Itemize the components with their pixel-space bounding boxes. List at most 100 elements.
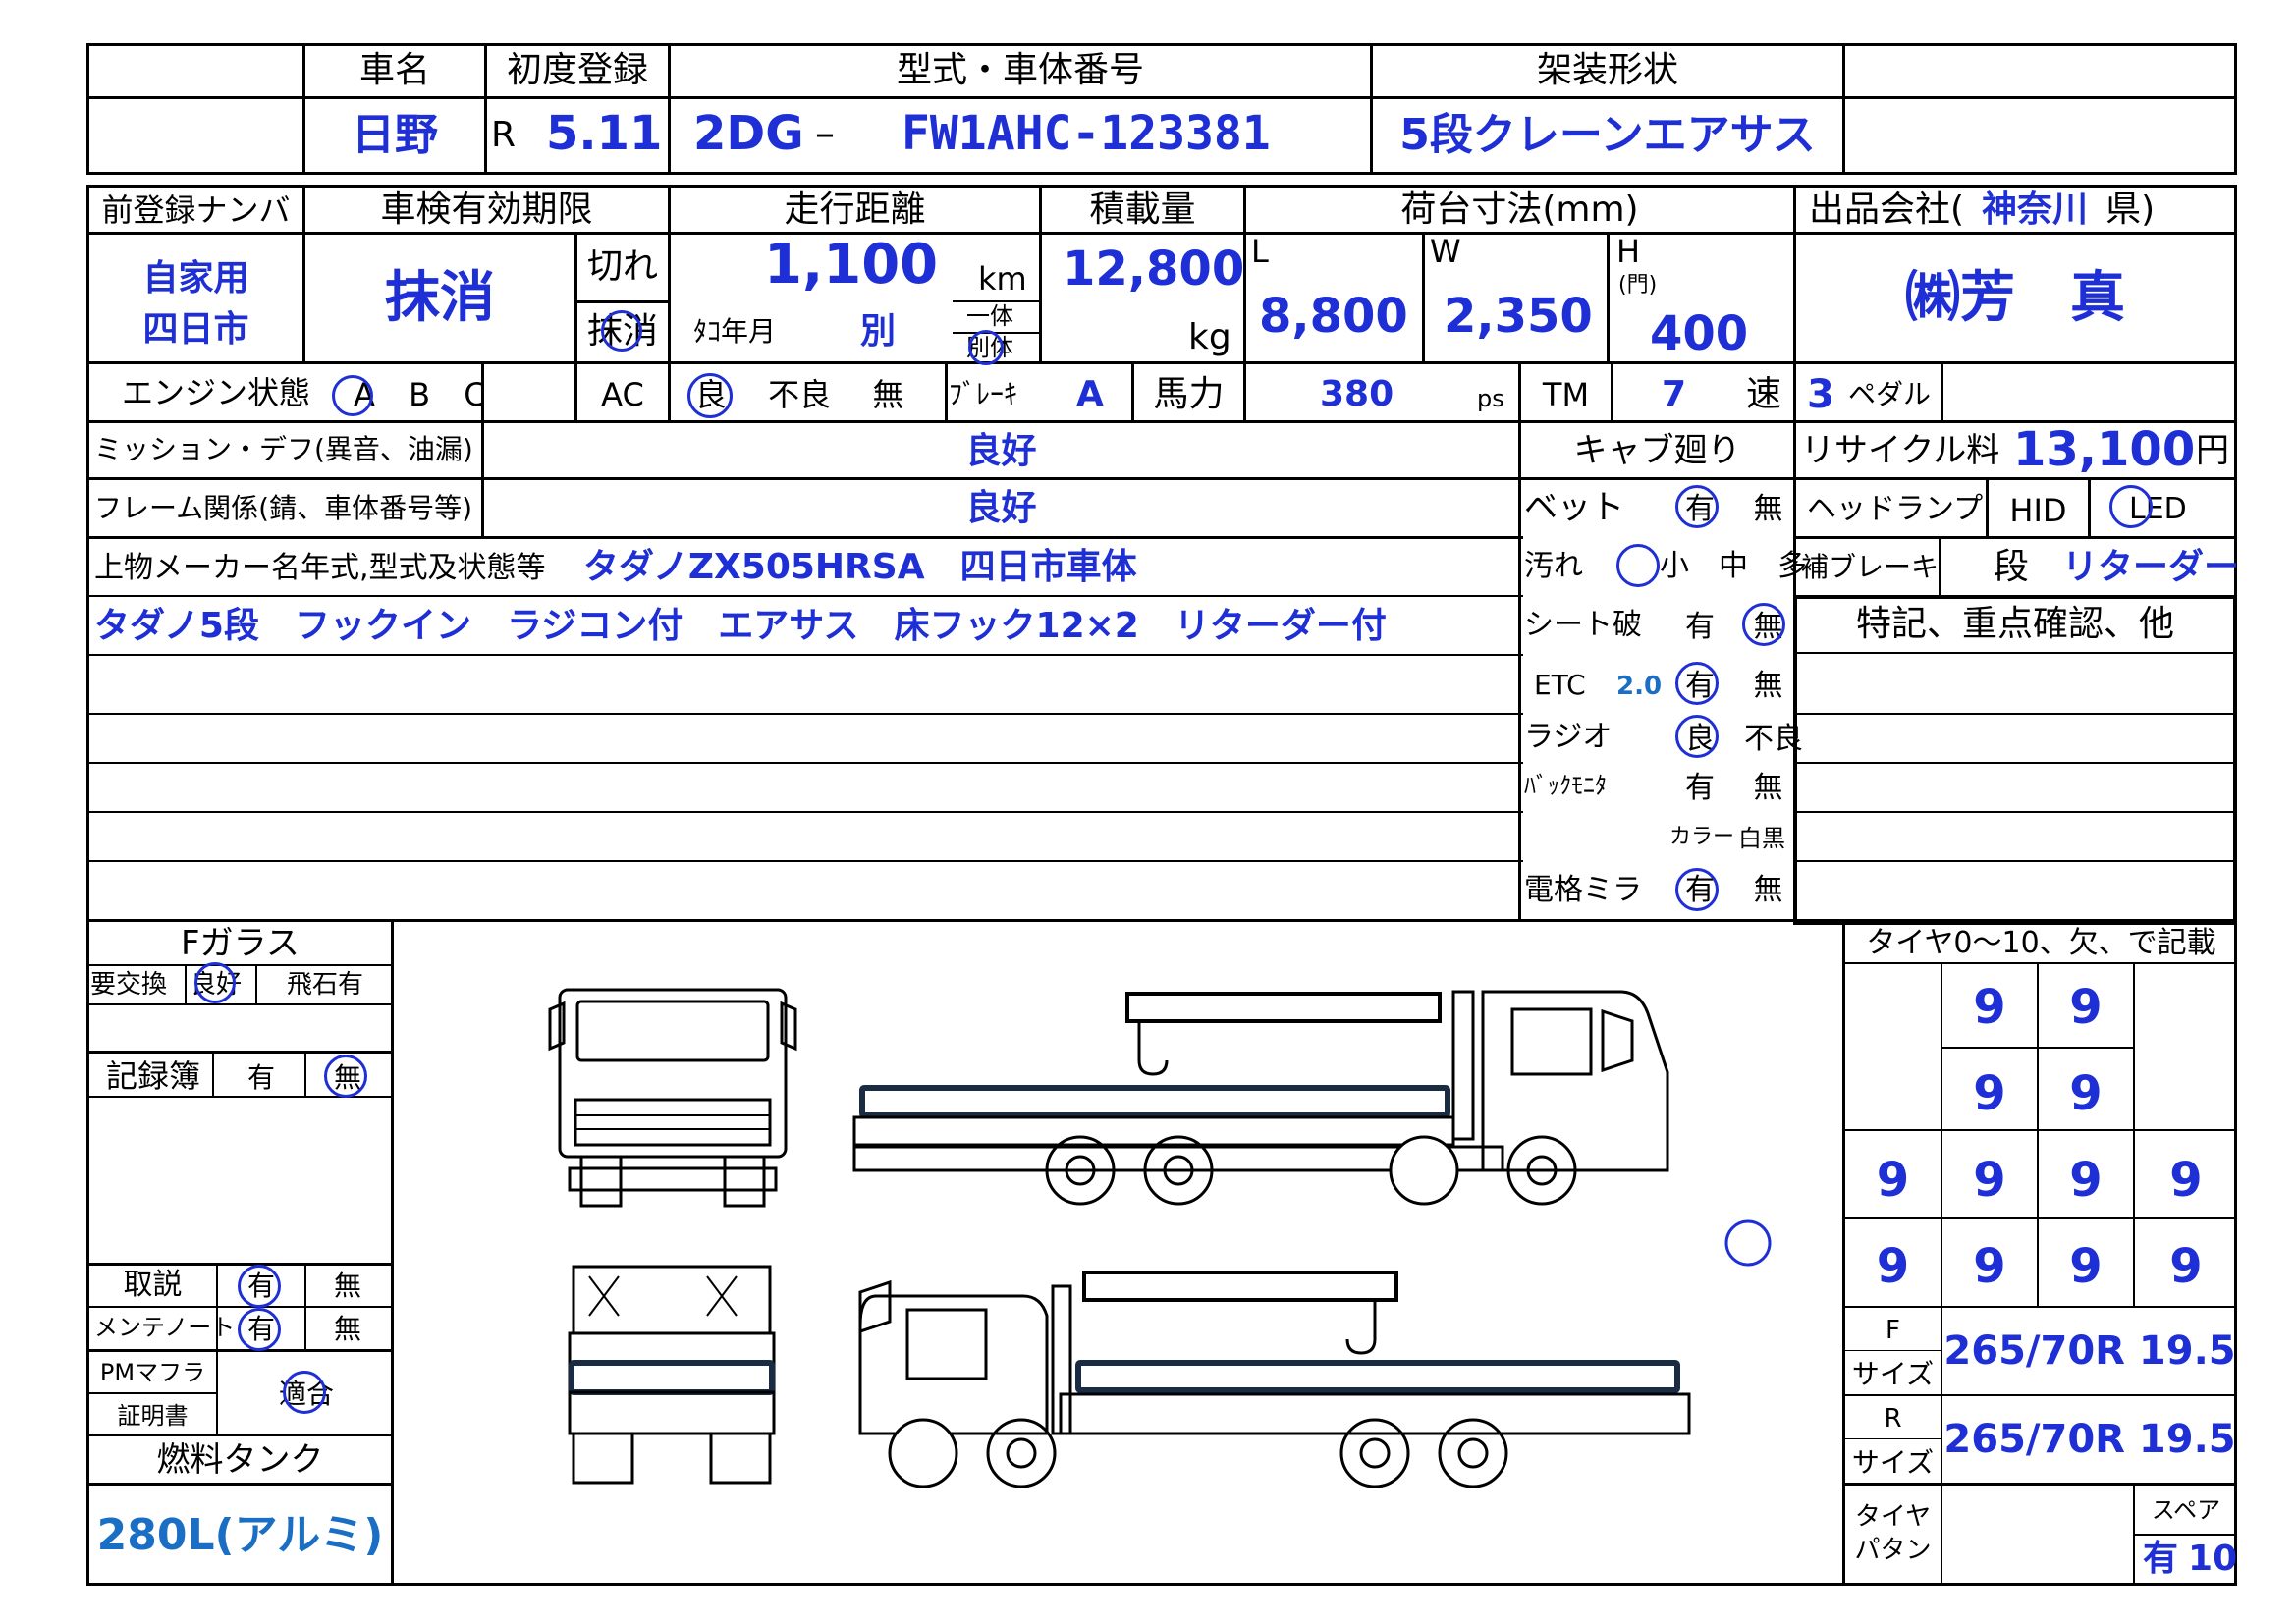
label-tacho: ﾀｺ年月 bbox=[693, 315, 777, 348]
circle-mirror-yes bbox=[1675, 868, 1719, 911]
label-maintenance-note: メンテノート bbox=[94, 1314, 236, 1341]
label-model: 型式・車体番号 bbox=[896, 50, 1144, 90]
truck-diagram bbox=[548, 988, 1772, 1488]
circle-ac-good bbox=[687, 373, 733, 418]
label-record-book: 記録簿 bbox=[106, 1057, 201, 1095]
circle-bed-yes bbox=[1675, 485, 1719, 528]
mission-value: 良好 bbox=[965, 431, 1037, 471]
label-load: 積載量 bbox=[1089, 189, 1196, 230]
label-horsepower: 馬力 bbox=[1153, 374, 1225, 414]
engine-options: A B C bbox=[354, 376, 498, 413]
circle-maint-note-yes bbox=[238, 1308, 281, 1351]
tire-row3-2: 9 bbox=[1973, 1153, 2006, 1208]
tm-value: 7 bbox=[1662, 374, 1687, 414]
label-seller: 出品会社(神奈川県) bbox=[1809, 189, 2156, 230]
truck-rear-view bbox=[568, 1265, 776, 1485]
label-car-name: 車名 bbox=[358, 50, 430, 90]
label-rear-r: R bbox=[1884, 1404, 1902, 1434]
tacho-value: 別 bbox=[860, 311, 897, 352]
label-upper-body: 上物メーカー名年式,型式及状態等 bbox=[94, 551, 546, 585]
width-value: 2,350 bbox=[1444, 289, 1593, 344]
label-front-size: サイズ bbox=[1851, 1358, 1935, 1390]
label-bed: ベット bbox=[1524, 488, 1624, 527]
label-manual: 取説 bbox=[123, 1268, 183, 1302]
label-color: カラー bbox=[1669, 825, 1735, 849]
etc-version: 2.0 bbox=[1616, 672, 1663, 701]
label-mission: ミッション・デフ(異音、油漏) bbox=[94, 433, 473, 465]
label-radio: ラジオ bbox=[1524, 720, 1613, 754]
label-bed-size: 荷台寸法(mm) bbox=[1400, 189, 1639, 230]
circle-glass-good bbox=[194, 962, 236, 1003]
label-tm: TM bbox=[1542, 376, 1590, 413]
seller-value: ㈱芳 真 bbox=[1905, 266, 2125, 330]
load-unit: kg bbox=[1188, 317, 1231, 357]
body-type-value: 5段クレーンエアサス bbox=[1399, 110, 1816, 160]
label-etc: ETC bbox=[1534, 669, 1586, 701]
model-prefix: 2DG bbox=[693, 106, 804, 161]
damage-mark-circle bbox=[1724, 1219, 1772, 1267]
truck-side-view-top bbox=[852, 990, 1669, 1206]
label-headlamp: ヘッドランプ bbox=[1807, 492, 1984, 526]
front-tire-size: 265/70R 19.5 bbox=[1943, 1328, 2236, 1374]
top-header-table bbox=[86, 43, 2237, 175]
label-certificate: 証明書 bbox=[117, 1402, 189, 1430]
brake-value: A bbox=[1076, 374, 1104, 414]
label-first-reg: 初度登録 bbox=[506, 50, 648, 90]
label-width: W bbox=[1430, 233, 1461, 270]
notes-title: 特記、重点確認、他 bbox=[1855, 604, 2174, 644]
label-length: L bbox=[1251, 233, 1269, 270]
frame-value: 良好 bbox=[965, 488, 1037, 528]
inspection-value: 抹消 bbox=[385, 266, 495, 330]
load-value: 12,800 bbox=[1063, 242, 1245, 297]
label-chip: 飛石有 bbox=[287, 970, 364, 1000]
mileage-unit: km bbox=[978, 260, 1027, 298]
label-prev-plate: 前登録ナンバ bbox=[101, 191, 291, 229]
label-yen: 円 bbox=[2196, 431, 2229, 470]
label-frame: フレーム関係(錆、車体番号等) bbox=[94, 492, 473, 524]
manual-no: 無 bbox=[334, 1270, 362, 1302]
circle-radio-good bbox=[1675, 715, 1719, 758]
seller-prefecture: 神奈川 bbox=[1982, 189, 2089, 230]
label-expired: 切れ bbox=[587, 246, 659, 287]
label-tire-pattern2: パタン bbox=[1854, 1536, 1932, 1565]
tire-row3-1: 9 bbox=[1876, 1153, 1910, 1208]
label-power-mirror: 電格ミラ bbox=[1524, 873, 1642, 907]
label-stage: 段 bbox=[1994, 547, 2030, 587]
truck-side-view-bottom bbox=[858, 1271, 1691, 1488]
fuel-tank-value: 280L(アルミ) bbox=[96, 1510, 384, 1560]
record-yes: 有 bbox=[247, 1061, 276, 1094]
color-options: 白黒 bbox=[1738, 825, 1785, 852]
recycle-value: 13,100 bbox=[2013, 422, 2196, 477]
label-body-type: 架装形状 bbox=[1536, 50, 1678, 90]
label-front-glass: Fガラス bbox=[181, 924, 300, 963]
tire-row1-right: 9 bbox=[2069, 980, 2103, 1035]
tire-row4-2: 9 bbox=[1973, 1239, 2006, 1294]
circle-record-no bbox=[324, 1055, 367, 1098]
label-recycle: リサイクル料 bbox=[1801, 431, 2000, 470]
label-spare: スペア bbox=[2151, 1496, 2221, 1524]
chassis-number: FW1AHC-123381 bbox=[902, 106, 1271, 161]
label-seat: シート破 bbox=[1524, 608, 1642, 642]
tire-row4-4: 9 bbox=[2169, 1239, 2203, 1294]
length-value: 8,800 bbox=[1259, 289, 1408, 344]
label-pm-muffler: PMマフラ bbox=[99, 1359, 206, 1386]
label-brake: ﾌﾞﾚｰｷ bbox=[949, 378, 1018, 410]
circle-led bbox=[2109, 485, 2153, 528]
label-aux-brake: 補ブレーキ bbox=[1801, 551, 1940, 583]
maker-value: 日野 bbox=[352, 110, 438, 160]
tire-row2-left: 9 bbox=[1973, 1066, 2006, 1121]
height-value: 400 bbox=[1650, 306, 1749, 361]
tire-row1-left: 9 bbox=[1973, 980, 2006, 1035]
horsepower-unit: ps bbox=[1477, 385, 1504, 412]
equipment-details: タダノ5段 フックイン ラジコン付 エアサス 床フック12×2 リターダー付 bbox=[94, 606, 1387, 646]
plate-line1: 自家用 bbox=[142, 258, 249, 298]
tire-row3-3: 9 bbox=[2069, 1153, 2103, 1208]
circle-pm-compliant bbox=[283, 1371, 326, 1414]
label-ac: AC bbox=[601, 376, 644, 413]
circle-seat-no bbox=[1742, 603, 1785, 646]
horsepower-value: 380 bbox=[1320, 374, 1394, 414]
label-fuel-tank: 燃料タンク bbox=[156, 1440, 324, 1480]
circle-separate bbox=[968, 330, 1004, 365]
circle-cancelled bbox=[601, 310, 642, 352]
